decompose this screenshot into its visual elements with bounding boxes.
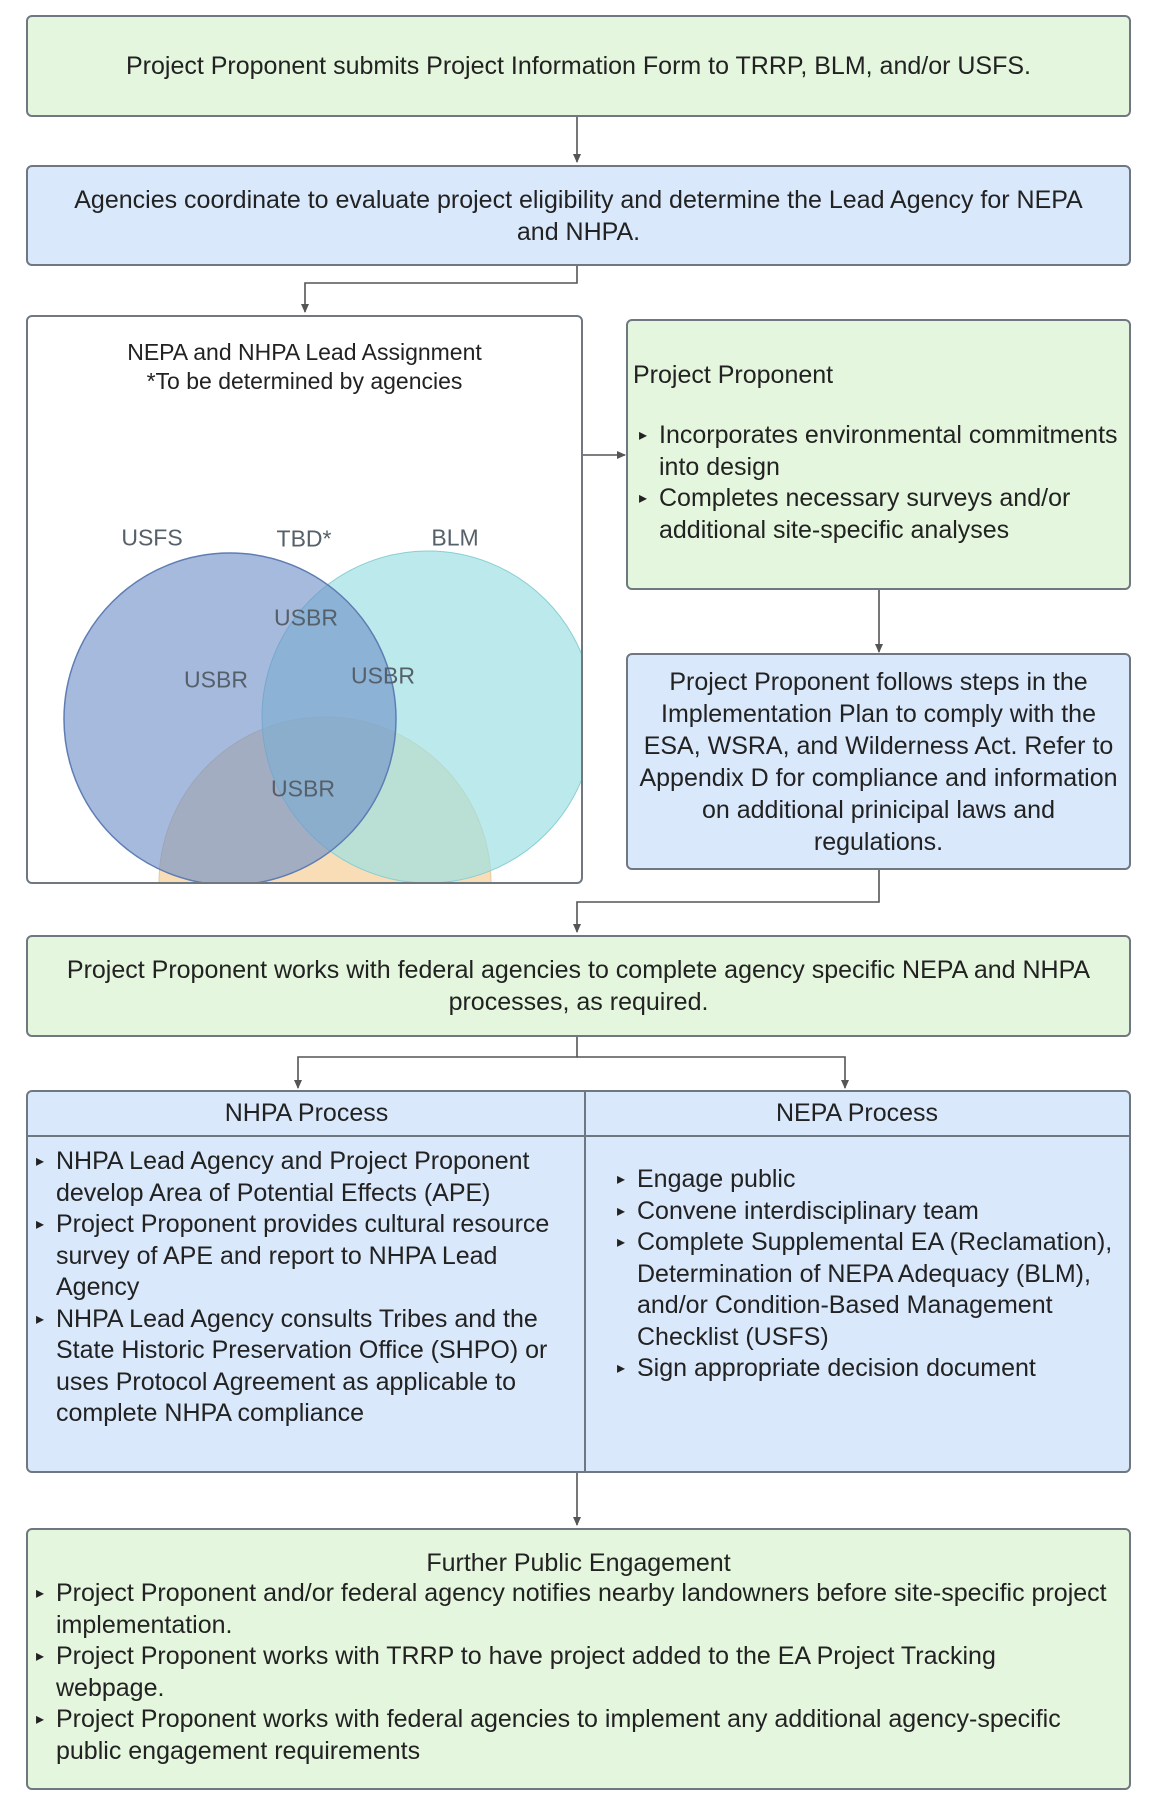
step-agencies-coordinate: Agencies coordinate to evaluate project … <box>26 165 1131 266</box>
implementation-plan-text: Project Proponent follows steps in the I… <box>639 667 1118 856</box>
step-submit-form: Project Proponent submits Project Inform… <box>26 15 1131 117</box>
public-engagement-title: Further Public Engagement <box>426 1549 731 1577</box>
list-item: Engage public <box>615 1164 1115 1196</box>
venn-diagram <box>63 550 581 882</box>
venn-label-usbr-center: USBR <box>274 604 338 631</box>
venn-title: NEPA and NHPA Lead Assignment <box>127 339 482 365</box>
venn-circle-usfs <box>63 552 397 882</box>
list-item: Completes necessary surveys and/or addit… <box>637 483 1123 546</box>
list-item: Project Proponent works with TRRP to hav… <box>34 1641 1109 1704</box>
list-item: Complete Supplemental EA (Reclamation), … <box>615 1227 1115 1353</box>
venn-label-usbr-bottom: USBR <box>271 775 335 802</box>
lead-assignment-venn-box: NEPA and NHPA Lead Assignment *To be det… <box>26 315 583 884</box>
step-complete-processes-text: Project Proponent works with federal age… <box>66 956 1091 1016</box>
implementation-plan-box: Project Proponent follows steps in the I… <box>626 653 1131 870</box>
arrow-implementation-to-step5 <box>573 870 880 933</box>
venn-subtitle: *To be determined by agencies <box>146 368 463 394</box>
venn-label-usfs: USFS <box>121 524 183 551</box>
venn-label-usbr-left: USBR <box>184 666 248 693</box>
public-engagement-list: Project Proponent and/or federal agency … <box>34 1578 1109 1767</box>
step-complete-processes: Project Proponent works with federal age… <box>26 935 1131 1037</box>
list-item: Project Proponent and/or federal agency … <box>34 1578 1109 1641</box>
arrow-step2-to-venn <box>301 265 578 313</box>
nepa-header: NEPA Process <box>585 1092 1129 1137</box>
list-item: Project Proponent provides cultural reso… <box>34 1209 579 1304</box>
arrow-step5-to-nepa <box>577 1056 849 1089</box>
list-item: NHPA Lead Agency consults Tribes and the… <box>34 1304 579 1430</box>
step-submit-form-text: Project Proponent submits Project Inform… <box>126 52 1031 80</box>
list-item: NHPA Lead Agency and Project Proponent d… <box>34 1146 579 1209</box>
project-proponent-box: Project Proponent Incorporates environme… <box>626 319 1131 590</box>
process-table: NHPA Process NEPA Process NHPA Lead Agen… <box>26 1090 1131 1473</box>
venn-label-tbd: TBD* <box>276 525 332 552</box>
list-item: Project Proponent works with federal age… <box>34 1704 1109 1767</box>
project-proponent-title: Project Proponent <box>633 361 834 389</box>
arrow-step5-to-nhpa <box>294 1037 578 1089</box>
list-item: Sign appropriate decision document <box>615 1353 1115 1385</box>
nepa-list: Engage public Convene interdisciplinary … <box>615 1164 1115 1385</box>
nhpa-list: NHPA Lead Agency and Project Proponent d… <box>34 1146 579 1430</box>
step-agencies-coordinate-text: Agencies coordinate to evaluate project … <box>74 185 1083 246</box>
list-item: Convene interdisciplinary team <box>615 1196 1115 1228</box>
list-item: Incorporates environmental commitments i… <box>637 420 1123 483</box>
public-engagement-box: Further Public Engagement Project Propon… <box>26 1528 1131 1790</box>
venn-label-blm: BLM <box>431 524 479 551</box>
project-proponent-list: Incorporates environmental commitments i… <box>637 420 1123 546</box>
table-divider <box>584 1092 586 1471</box>
nhpa-header: NHPA Process <box>28 1092 585 1137</box>
venn-label-usbr-right: USBR <box>351 662 415 689</box>
